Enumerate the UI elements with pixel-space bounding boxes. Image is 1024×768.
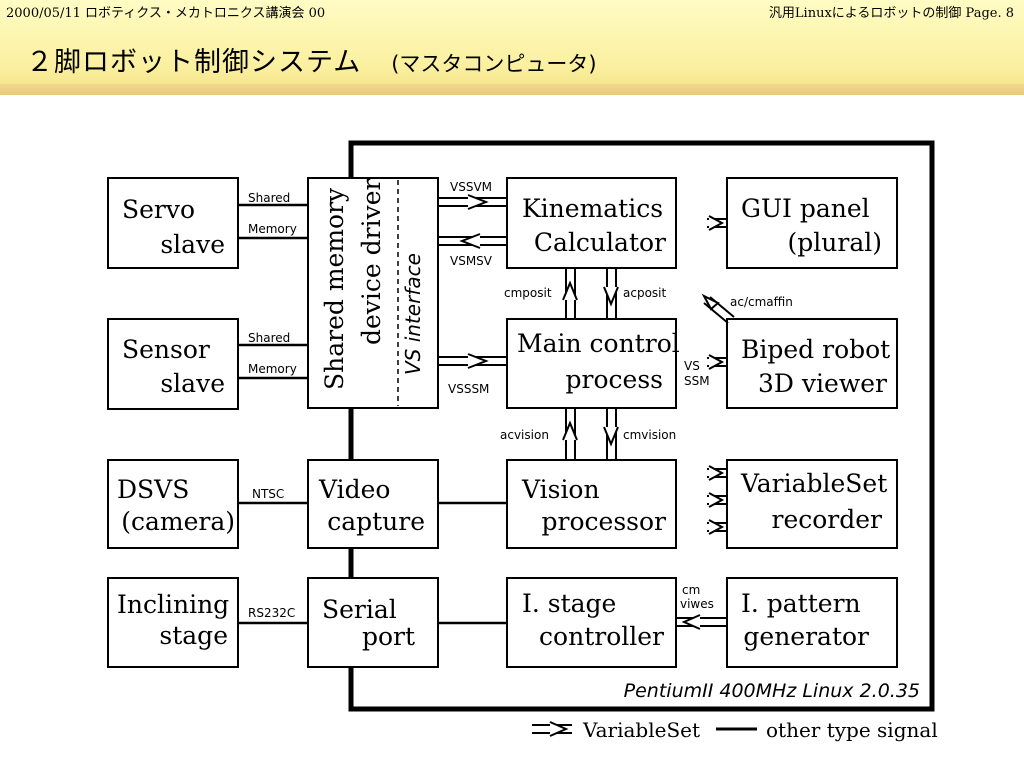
vision-label-2: processor	[542, 507, 667, 536]
sensor-slave-label-2: slave	[160, 369, 225, 398]
pattern-generator-box	[726, 577, 898, 668]
dsvs-label-1: DSVS	[117, 475, 189, 504]
cm-viwes-arrow	[676, 614, 727, 630]
affin-arrow	[701, 293, 735, 324]
inclining-label-1: Inclining	[117, 590, 229, 619]
plain-connections	[238, 203, 507, 625]
vsmsv-arrow	[438, 233, 507, 249]
video-label-1: Video	[318, 475, 390, 504]
acvision-label: acvision	[500, 428, 549, 442]
biped-viewer-label-1: Biped robot	[741, 335, 890, 364]
biped-viewer-box	[726, 318, 898, 409]
slide-title: ２脚ロボット制御システム (マスタコンピュータ)	[26, 40, 597, 79]
slide-header: 2000/05/11 ロボティクス・メカトロニクス講演会 00 汎用Linuxに…	[0, 0, 1024, 95]
vsmsv-label: VSMSV	[450, 254, 493, 268]
shared-memory-label-1: Shared memory	[320, 187, 349, 390]
shared-memory-label-2: device driver	[357, 178, 386, 345]
vision-label-1: Vision	[521, 475, 600, 504]
legend-other-label: other type signal	[766, 718, 938, 742]
platform-label: PentiumII 400MHz Linux 2.0.35	[624, 680, 920, 702]
vssvm-arrow	[438, 194, 507, 210]
gui-panel-label-2: (plural)	[788, 228, 882, 257]
cmvision-label: cmvision	[623, 428, 676, 442]
rs232c-label: RS232C	[248, 606, 295, 620]
vsssm-arrow	[438, 353, 507, 369]
header-band	[0, 84, 1024, 95]
vs-interface-label: VS interface	[401, 253, 425, 375]
gui-panel-label-1: GUI panel	[741, 194, 870, 223]
kinematics-label-2: Calculator	[534, 228, 666, 257]
cmvision-arrow	[603, 408, 619, 460]
servo-slave-label-1: Servo	[122, 195, 195, 224]
servo-slave-box	[107, 177, 239, 269]
biped-viewer-label-2: 3D viewer	[758, 369, 887, 398]
vision-processor-box	[506, 459, 677, 549]
legend-variableset-label: VariableSet	[582, 718, 700, 742]
acposit-label: acposit	[623, 286, 666, 300]
shared-memory-driver-box	[307, 177, 439, 409]
viwes-label: viwes	[680, 597, 714, 611]
stage-controller-label-1: I. stage	[522, 589, 616, 618]
serial-label-2: port	[362, 622, 415, 651]
stage-controller-box	[506, 577, 677, 668]
kinematics-label-1: Kinematics	[522, 194, 663, 223]
main-control-label-2: process	[566, 365, 663, 394]
ssm-label: SSM	[684, 374, 710, 388]
video-capture-box	[307, 459, 439, 549]
kinematics-box	[506, 177, 677, 269]
blocks	[107, 177, 898, 668]
stage-controller-label-2: controller	[539, 622, 664, 651]
acvision-arrow	[562, 408, 578, 460]
vs-ssm-arrow	[707, 354, 727, 370]
main-control-label-1: Main control	[517, 329, 680, 358]
legend-variableset-icon	[532, 721, 572, 737]
serial-port-box	[307, 577, 439, 668]
recorder-arrow-3	[707, 519, 727, 535]
ac-cmaffin-label: ac/cmaffin	[730, 295, 793, 309]
recorder-box	[726, 459, 898, 549]
ntsc-label: NTSC	[252, 487, 284, 501]
servo-memory-label: Memory	[248, 222, 297, 236]
header-left-text: 2000/05/11 ロボティクス・メカトロニクス講演会 00	[6, 6, 326, 21]
pattern-label-1: I. pattern	[741, 589, 861, 618]
sensor-shared-label: Shared	[248, 331, 290, 345]
legend: VariableSet other type signal	[532, 718, 938, 742]
vsssm-label: VSSSM	[448, 382, 489, 396]
inclining-label-2: stage	[159, 621, 228, 650]
cm-label: cm	[682, 583, 700, 597]
main-control-box	[506, 318, 677, 409]
recorder-arrow-1	[707, 465, 727, 481]
dsvs-label-2: (camera)	[121, 507, 235, 536]
serial-label-1: Serial	[322, 595, 397, 624]
title-subtitle: (マスタコンピュータ)	[391, 52, 597, 76]
cmposit-arrow	[562, 268, 578, 319]
acposit-arrow	[603, 268, 619, 319]
variableset-arrows	[438, 194, 735, 630]
vs-label: VS	[684, 359, 700, 373]
video-label-2: capture	[327, 507, 425, 536]
servo-slave-label-2: slave	[160, 230, 225, 259]
servo-shared-label: Shared	[248, 191, 290, 205]
dsvs-camera-box	[107, 459, 239, 549]
sensor-memory-label: Memory	[248, 362, 297, 376]
sensor-slave-box	[107, 318, 239, 410]
vssvm-label: VSSVM	[450, 180, 492, 194]
title-main: ２脚ロボット制御システム	[26, 47, 362, 78]
sensor-slave-label-1: Sensor	[122, 335, 210, 364]
recorder-label-1: VariableSet	[740, 469, 887, 498]
gui-input-arrow	[707, 215, 727, 231]
inclining-stage-box	[107, 577, 239, 668]
recorder-label-2: recorder	[772, 505, 883, 534]
recorder-arrow-2	[707, 492, 727, 508]
header-right-text: 汎用Linuxによるロボットの制御 Page. 8	[768, 6, 1014, 21]
pattern-label-2: generator	[743, 622, 869, 651]
cmposit-label: cmposit	[504, 286, 552, 300]
gui-panel-box	[726, 177, 898, 269]
